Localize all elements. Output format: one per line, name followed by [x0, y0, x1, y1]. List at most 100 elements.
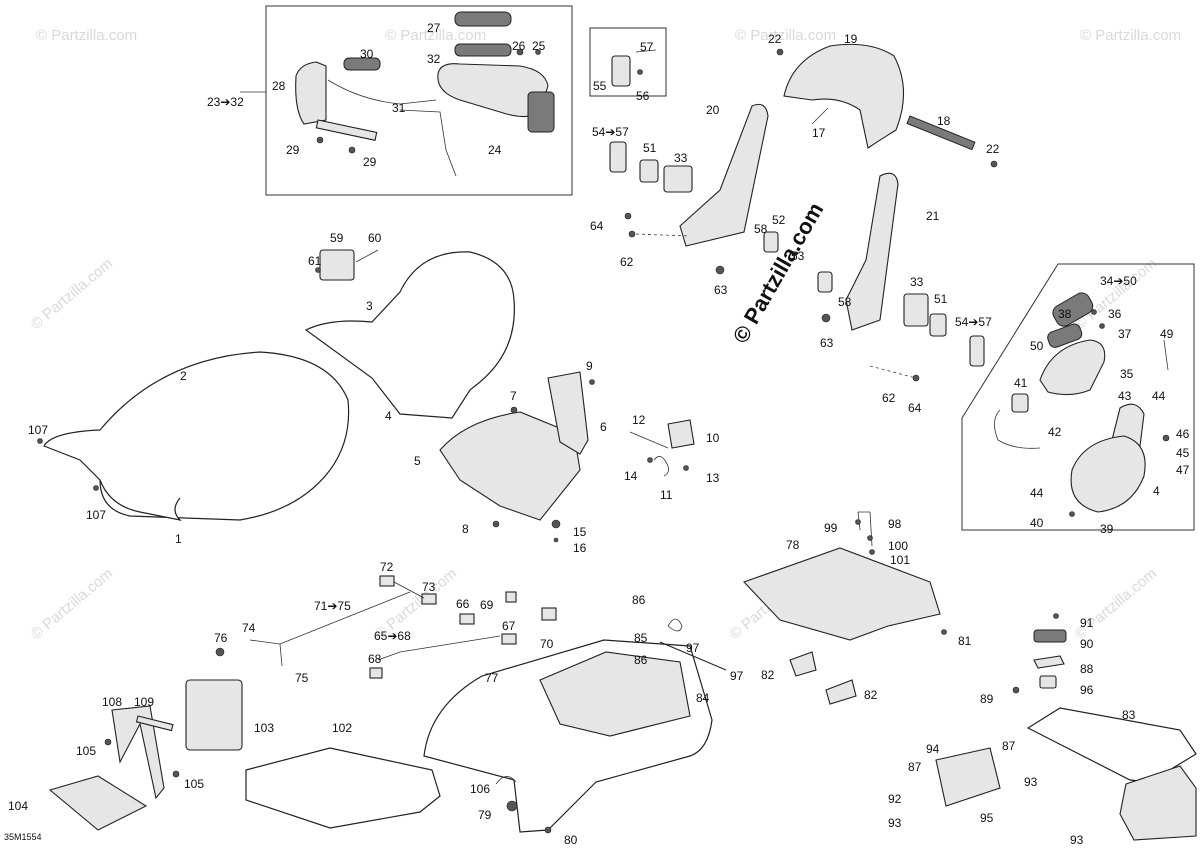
part-107-screw	[93, 485, 99, 491]
callout-label: 52	[772, 213, 786, 227]
callout-label: 90	[1080, 637, 1094, 651]
part-41	[1011, 393, 1029, 413]
watermark: © Partzilla.com	[1080, 27, 1181, 44]
watermark: © Partzilla.com	[385, 27, 486, 44]
part-108	[111, 705, 165, 800]
part-106	[495, 776, 517, 785]
callout-label: 22	[986, 142, 1000, 156]
callout-label: 73	[422, 580, 436, 594]
callout-label: 7	[510, 389, 517, 403]
part-84-bar	[659, 641, 727, 671]
callout-label: 97	[686, 641, 700, 655]
part-49	[1163, 339, 1169, 371]
callout-label: 58	[838, 295, 852, 309]
part-59-bracket	[319, 249, 355, 281]
part-57-pin	[635, 49, 657, 53]
callout-label: 103	[254, 721, 274, 735]
part-2-driver-seat	[43, 351, 350, 521]
callout-label: 81	[958, 634, 972, 648]
callout-label: 100	[888, 539, 908, 553]
part-33	[903, 293, 929, 327]
part-51	[929, 313, 947, 337]
callout-label: 61	[308, 254, 322, 268]
callout-label: 36	[1108, 307, 1122, 321]
part-11-spring	[653, 456, 669, 477]
part-32	[454, 43, 512, 57]
part-19-backrest-pad	[783, 43, 905, 149]
callout-label: 24	[488, 143, 502, 157]
callout-label: 91	[1080, 616, 1094, 630]
callout-label: 5	[414, 454, 421, 468]
part-18-rod	[906, 115, 976, 151]
harness-group	[215, 575, 557, 679]
part-3-passenger-seat	[304, 251, 515, 419]
part-7	[510, 406, 518, 414]
callout-label: 70	[540, 637, 554, 651]
callout-label: 40	[1030, 516, 1044, 530]
callout-label: 19	[844, 32, 858, 46]
callout-label: 37	[1118, 327, 1132, 341]
part-25	[535, 49, 541, 55]
callout-label: 4	[385, 409, 392, 423]
callout-label: 17	[812, 126, 826, 140]
part-79	[506, 800, 518, 812]
part-26	[516, 48, 524, 56]
part-60-bolt	[355, 249, 379, 263]
callout-label: 54➔57	[592, 125, 629, 139]
part-9	[589, 379, 595, 385]
callout-label: 13	[706, 471, 720, 485]
callout-label: 83	[1122, 708, 1136, 722]
part-67-connector	[501, 633, 517, 645]
part-63-nut	[821, 313, 831, 323]
callout-label: 44	[1030, 486, 1044, 500]
callout-label: 14	[624, 469, 638, 483]
callout-label: 46	[1176, 427, 1190, 441]
rear-plate	[743, 511, 947, 705]
part-22-screw	[990, 160, 998, 168]
part-36	[1091, 309, 1097, 315]
part-69	[505, 591, 517, 603]
callout-label: 62	[882, 391, 896, 405]
callout-label: 45	[1176, 446, 1190, 460]
part-92	[935, 747, 1001, 807]
callout-label: 50	[1030, 339, 1044, 353]
part-85	[667, 618, 683, 632]
callout-label: 62	[620, 255, 634, 269]
callout-label: 42	[1048, 425, 1062, 439]
callout-label: 33	[910, 275, 924, 289]
part-40	[1069, 511, 1075, 517]
callout-label: 35	[1120, 367, 1134, 381]
part-107-screw	[37, 438, 43, 444]
part-42-cable	[994, 409, 1041, 449]
part-46	[1162, 434, 1170, 442]
part-20-arm	[679, 103, 769, 247]
part-101	[869, 549, 875, 555]
leader	[811, 107, 829, 125]
callout-label: 30	[360, 47, 374, 61]
part-group-54-57	[611, 49, 657, 87]
part-66-connector	[459, 613, 475, 625]
callout-label: 108	[102, 695, 122, 709]
part-37	[1099, 323, 1105, 329]
part-22-screw	[776, 48, 784, 56]
callout-label: 64	[908, 401, 922, 415]
callout-label: 94	[926, 742, 940, 756]
backrest-arms	[609, 103, 985, 382]
callout-label: 44	[1152, 389, 1166, 403]
callout-label: 55	[593, 79, 607, 93]
part-5-tray	[439, 411, 581, 521]
backrest-assembly	[776, 43, 998, 168]
part-51	[639, 159, 659, 183]
callout-label: 80	[564, 833, 578, 847]
callout-label: 65➔68	[374, 629, 411, 643]
part-105	[104, 738, 112, 746]
watermark: © Partzilla.com	[28, 255, 116, 333]
callout-label: 43	[1118, 389, 1132, 403]
harness-wire	[279, 643, 283, 667]
callout-label: 107	[86, 508, 106, 522]
callout-label: 29	[286, 143, 300, 157]
part-80	[544, 826, 552, 834]
callout-label: 101	[890, 553, 910, 567]
